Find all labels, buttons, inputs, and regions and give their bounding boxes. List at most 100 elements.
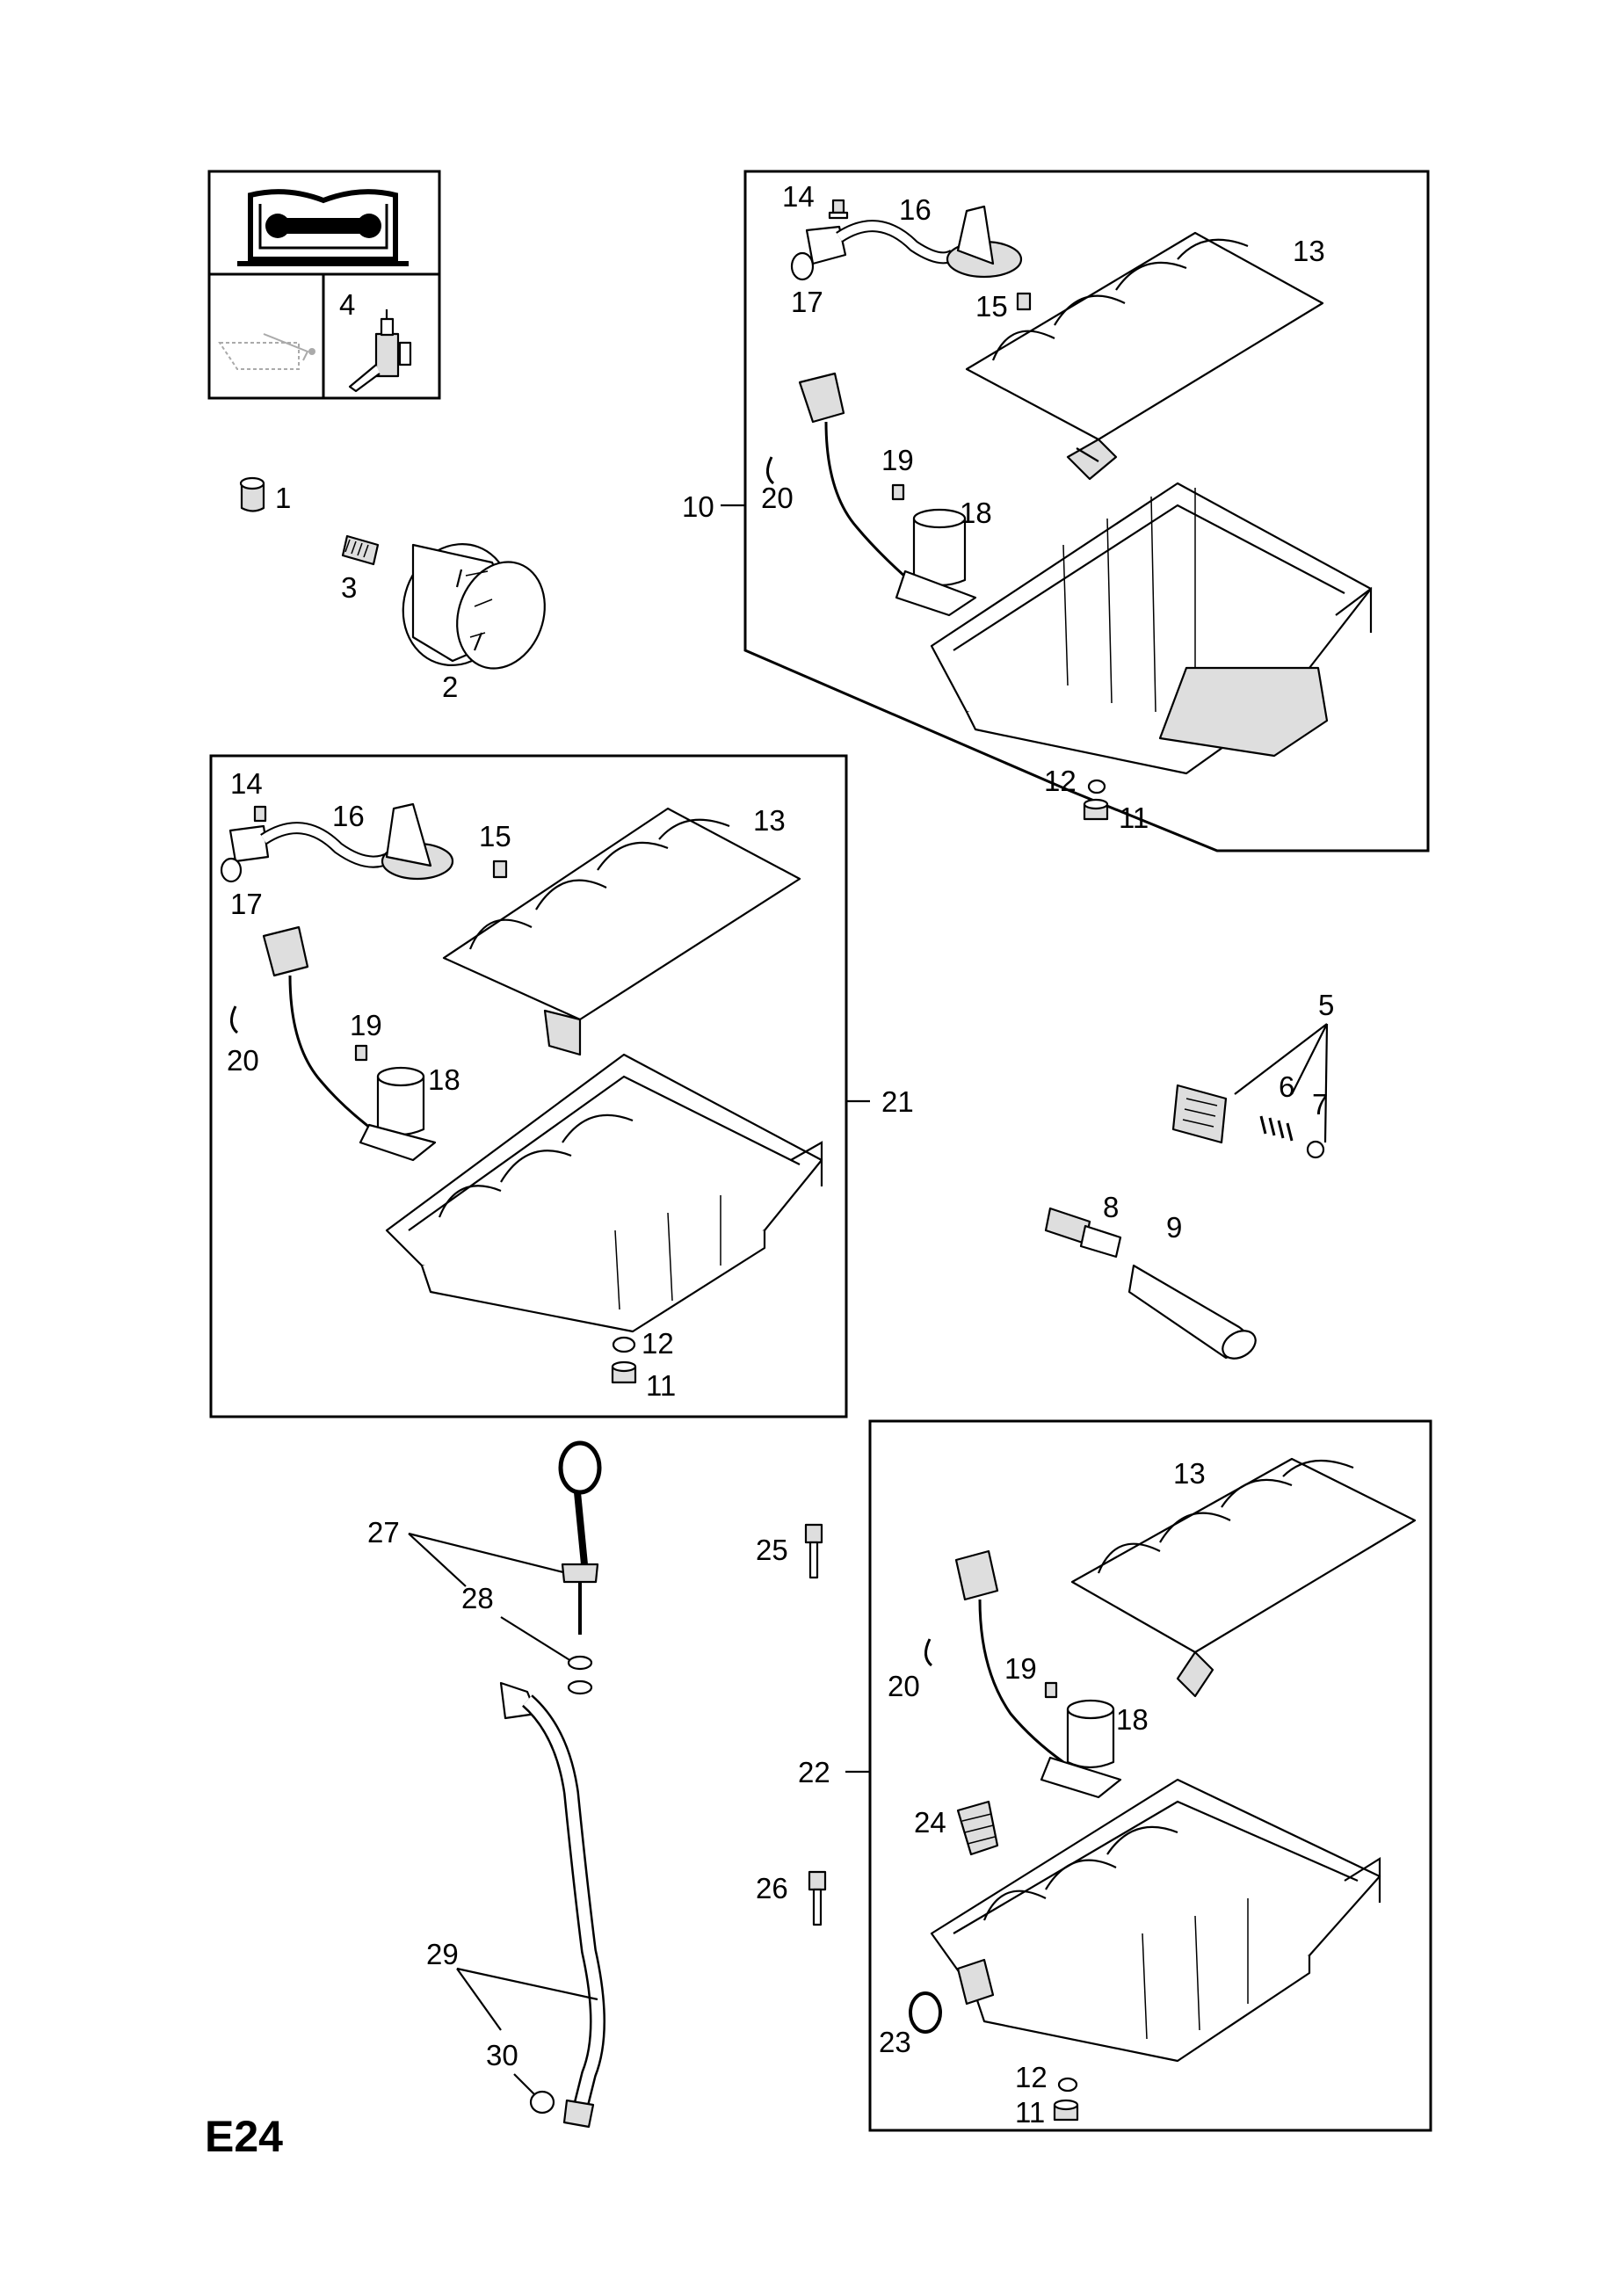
label-28: 28 [461,1582,494,1614]
box2-washer-12 [612,1336,636,1353]
label-22: 22 [798,1756,830,1788]
box1-washer-12 [1087,779,1106,794]
relief-valve-part-5 [1171,1084,1228,1144]
box2-label-12: 12 [642,1327,674,1360]
box1-label-17: 17 [791,286,823,318]
box2-label-18: 18 [428,1063,460,1096]
drain-plug-part-1 [239,476,265,512]
dipstick-tube [499,1681,605,2129]
box2-oil-level-sensor-18 [359,1066,437,1162]
label-21: 21 [881,1085,914,1118]
box3-label-23: 23 [879,2026,911,2058]
box1-oil-pan-10 [930,482,1373,775]
valve-ball-part-7 [1306,1140,1325,1159]
label-7: 7 [1312,1088,1328,1121]
box1-label-15: 15 [975,290,1008,323]
section-code: E24 [205,2112,283,2161]
box1-oil-pickup-pipe-16 [805,205,1023,279]
o-ring-part-28b [567,1679,593,1695]
box3-label-13: 13 [1173,1457,1206,1490]
dipstick-part-27 [558,1440,602,1635]
box1-label-20: 20 [761,482,794,514]
box3-drain-plug-11 [1053,2099,1079,2122]
oil-drain-pan-icon [218,333,315,370]
service-manual-wrench-icon [237,189,409,266]
box2-label-15: 15 [479,820,511,852]
label-25: 25 [756,1534,788,1566]
box2-drain-plug-11 [611,1360,637,1384]
box2-bolt-14 [253,805,267,823]
box1-drain-plug-11 [1083,798,1109,821]
box3-baffle-plate-13 [1070,1457,1417,1698]
box2-o-ring-17 [220,857,243,883]
label-6: 6 [1279,1070,1294,1103]
label-30: 30 [486,2039,518,2071]
assembly-box-22: 22 13 19 20 18 24 [798,1419,1432,2132]
box2-label-11: 11 [646,1369,676,1402]
box1-bolt-19 [891,483,905,501]
box3-oil-level-sensor-harness [924,1549,1064,1764]
box1-o-ring-17 [790,251,815,281]
hose-part-9 [1127,1264,1257,1360]
label-9: 9 [1166,1211,1182,1244]
box1-label-16: 16 [899,193,932,226]
label-1: 1 [275,482,291,514]
bolt-part-25 [804,1523,823,1579]
box1-label-12: 12 [1044,765,1077,797]
box2-label-20: 20 [227,1044,259,1077]
box2-oil-pan-21 [385,1053,823,1333]
box2-label-14: 14 [230,767,263,800]
box1-oil-level-sensor-harness [766,372,915,586]
oil-filter-part-2 [402,542,546,670]
box3-bolt-19 [1044,1681,1058,1699]
box2-baffle-plate-13 [442,807,801,1056]
box1-label-18: 18 [960,497,992,529]
box1-label-11: 11 [1119,802,1149,834]
box3-label-24: 24 [914,1806,946,1839]
assembly-box-21: 21 14 16 15 13 17 19 20 [209,754,914,1418]
box2-label-13: 13 [753,804,786,837]
label-2: 2 [442,671,458,703]
box3-seal-23 [909,1991,942,2034]
box1-bolt-14 [828,199,849,220]
box3-oil-pan-22 [930,1778,1381,2063]
box1-oil-level-sensor-18 [895,508,977,617]
label-29: 29 [426,1938,459,1970]
box2-label-19: 19 [350,1009,382,1041]
sealant-tube-icon [348,309,412,393]
label-8: 8 [1103,1191,1119,1223]
assembly-box-10: 10 14 16 13 17 15 [682,170,1430,852]
o-ring-part-28 [567,1655,593,1671]
bolt-part-26 [808,1870,827,1926]
box2-label-17: 17 [230,888,263,920]
label-3: 3 [341,571,357,604]
label-27: 27 [367,1516,400,1549]
label-26: 26 [756,1872,788,1904]
box3-oil-strainer-24 [956,1800,999,1856]
box3-label-11: 11 [1015,2096,1045,2129]
box1-label-19: 19 [881,444,914,476]
threaded-nipple-part-3 [341,534,380,566]
box2-bolt-19 [354,1044,368,1062]
box3-oil-level-sensor-18 [1040,1699,1122,1799]
box2-label-16: 16 [332,800,365,832]
label-5: 5 [1318,989,1334,1021]
box2-oil-pickup-pipe-16 [228,802,454,881]
box1-label-13: 13 [1293,235,1325,267]
oil-pressure-switch-part-8 [1044,1207,1122,1259]
box3-label-12: 12 [1015,2061,1048,2093]
valve-spring-part-6 [1259,1115,1294,1142]
label-4: 4 [339,288,355,321]
label-10: 10 [682,490,714,523]
box1-label-14: 14 [782,180,815,213]
box3-label-19: 19 [1004,1652,1037,1685]
box3-label-20: 20 [888,1670,920,1702]
box1-bolt-15 [1016,292,1032,311]
box2-oil-level-sensor-harness [230,925,379,1135]
box3-washer-12 [1057,2077,1078,2093]
box1-baffle-plate-13 [965,231,1324,481]
seal-ring-part-30 [529,2090,555,2115]
manual-icon-box: 4 [207,170,441,400]
